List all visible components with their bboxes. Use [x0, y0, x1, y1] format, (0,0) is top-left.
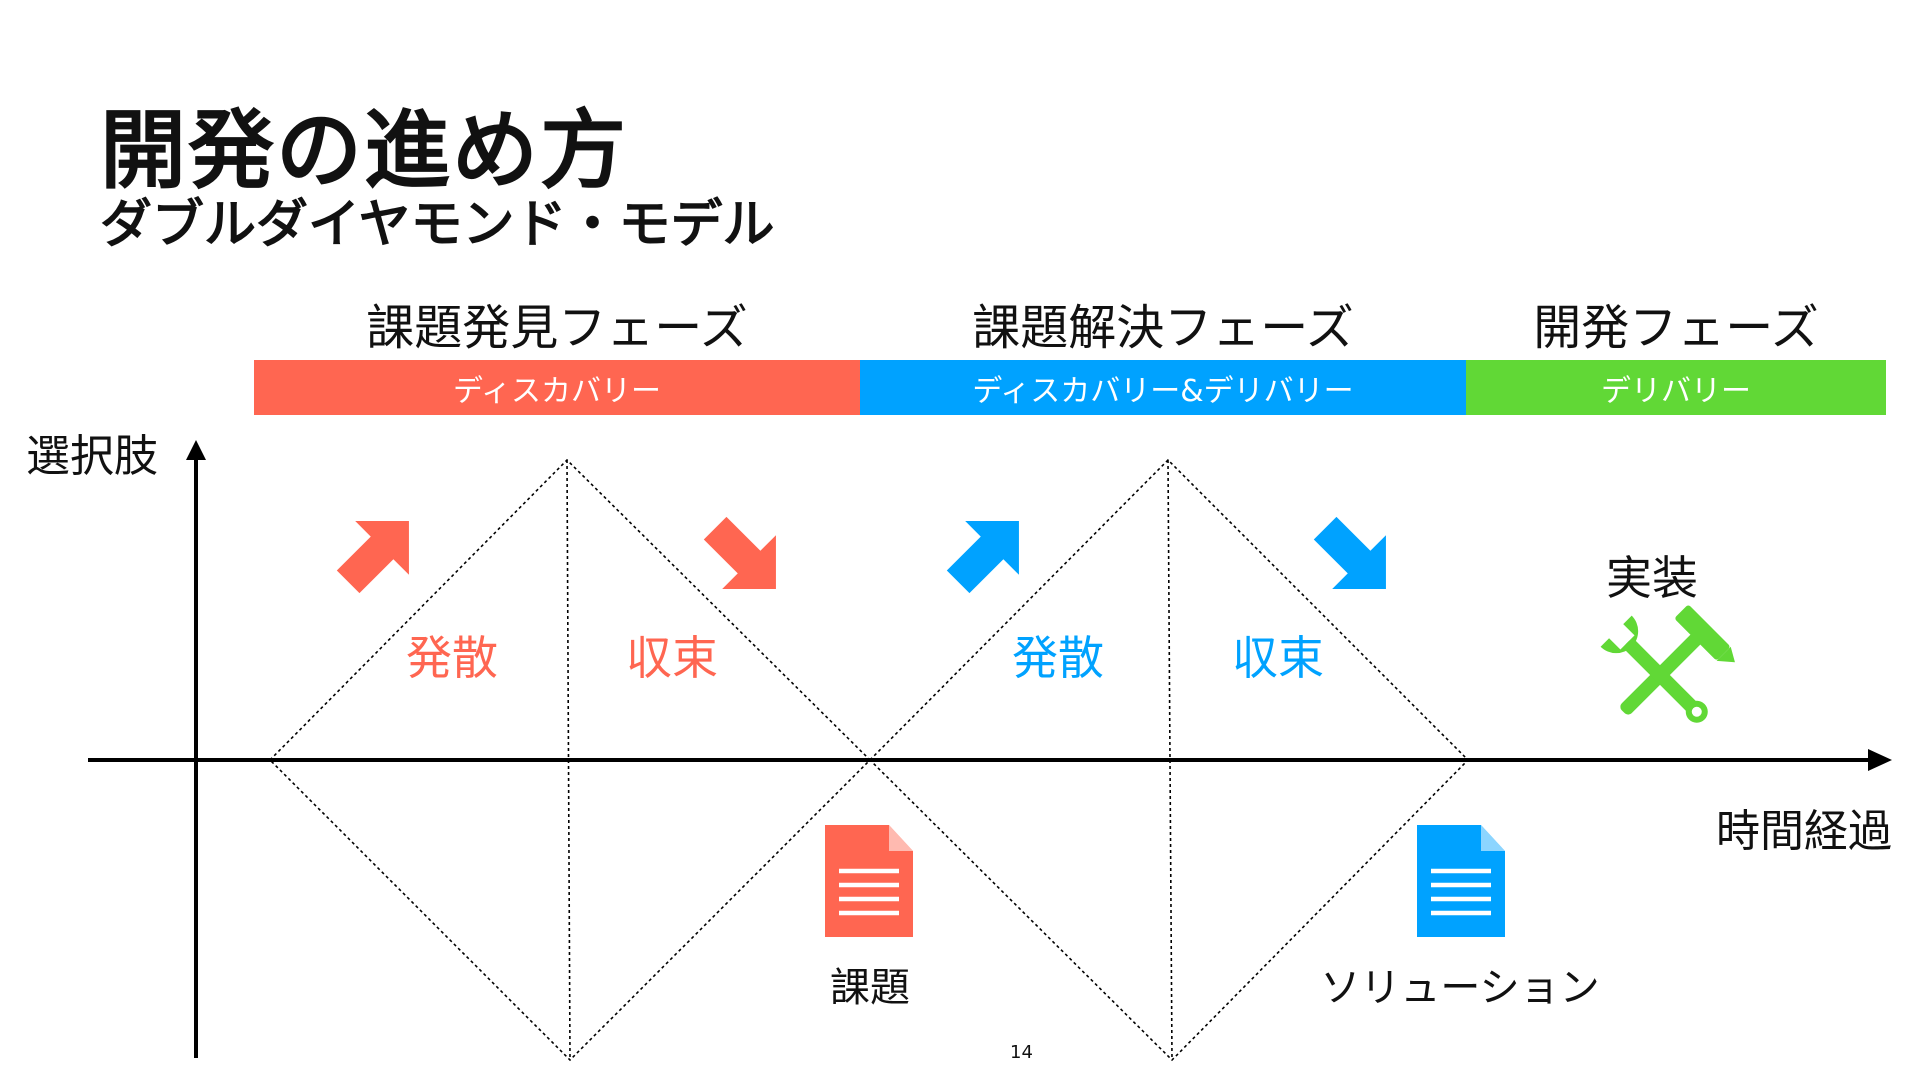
output-label-problem: 課題 — [830, 965, 910, 1011]
phase-label-development: 開発フェーズ — [1533, 300, 1819, 356]
tools-icon — [1600, 605, 1735, 723]
converge-arrow-icon — [703, 516, 776, 589]
y-axis-label: 選択肢 — [26, 431, 158, 482]
phase-bar-discovery: ディスカバリー — [254, 360, 860, 415]
page-subtitle: ダブルダイヤモンド・モデル — [100, 195, 775, 255]
page-title: 開発の進め方 — [100, 101, 628, 201]
stage-label-converge: 収束 — [1232, 631, 1324, 685]
stage-label-converge: 収束 — [626, 631, 718, 685]
phase-bar-label: ディスカバリー — [453, 373, 661, 409]
diverge-arrow-icon — [946, 521, 1019, 594]
stage-label-diverge: 発散 — [1012, 631, 1104, 685]
output-label-solution: ソリューション — [1320, 965, 1600, 1011]
phase-bar-label: ディスカバリー&デリバリー — [972, 373, 1354, 409]
stage-label-diverge: 発散 — [406, 631, 498, 685]
phase-label-discovery: 課題発見フェーズ — [366, 300, 748, 356]
phase-bar-delivery: デリバリー — [1466, 360, 1886, 415]
page-number: 14 — [1010, 1042, 1033, 1063]
implementation-label: 実装 — [1606, 551, 1698, 605]
phase-label-solution: 課題解決フェーズ — [972, 300, 1354, 356]
phase-bar-label: デリバリー — [1601, 373, 1751, 409]
diamond-solution — [868, 458, 1470, 1062]
converge-arrow-icon — [1313, 516, 1386, 589]
phase-bar-discovery-delivery: ディスカバリー&デリバリー — [860, 360, 1466, 415]
x-axis-arrowhead — [1868, 749, 1892, 771]
x-axis-label: 時間経過 — [1716, 806, 1892, 857]
diverge-arrow-icon — [336, 521, 409, 594]
y-axis-arrowhead — [186, 440, 206, 460]
document-icon-solution — [1417, 825, 1505, 937]
document-icon-problem — [825, 825, 913, 937]
